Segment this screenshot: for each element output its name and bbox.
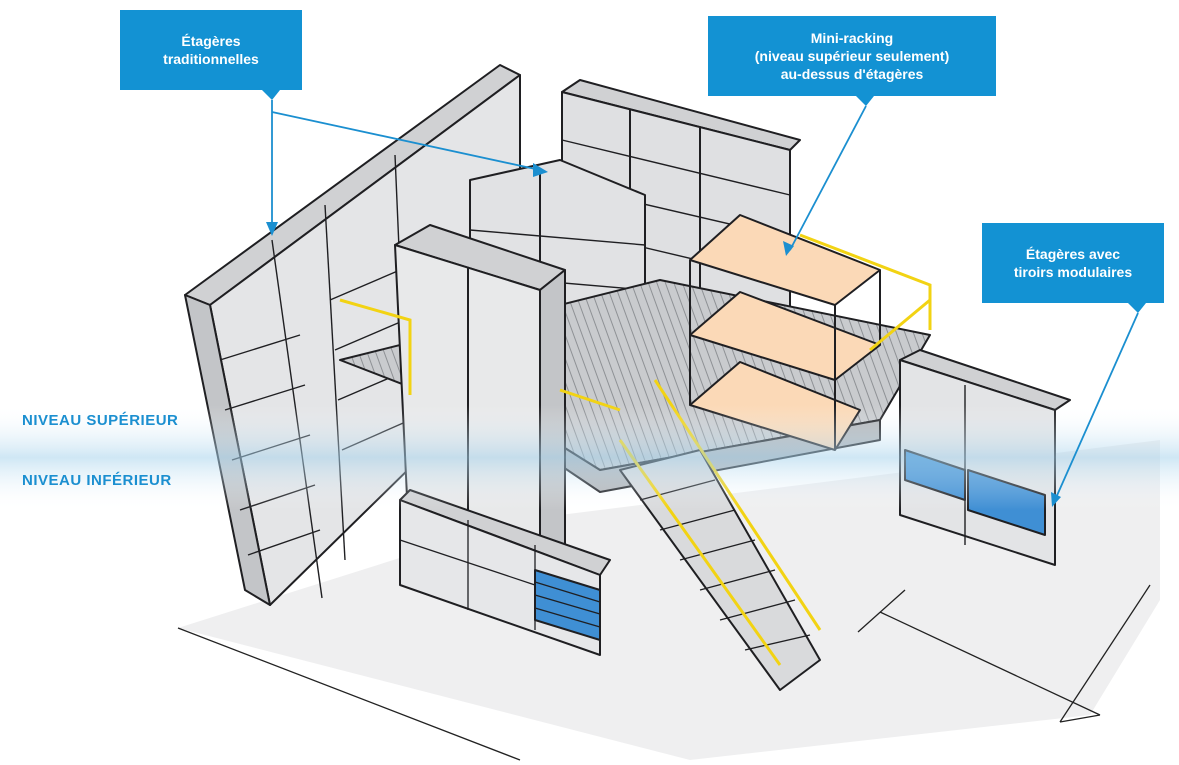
callout-traditional bbox=[120, 10, 302, 100]
level-divider-band bbox=[0, 405, 1179, 510]
railing-icon bbox=[339, 233, 932, 412]
lower-level-label: NIVEAU INFÉRIEUR bbox=[22, 472, 172, 489]
callout-minirack-text: Mini-racking (niveau supérieur seulement… bbox=[708, 16, 996, 96]
callout-traditional-line2: traditionnelles bbox=[163, 51, 259, 67]
callout-drawers bbox=[982, 223, 1164, 313]
callout-traditional-text: Étagères traditionnelles bbox=[120, 10, 302, 90]
callout-minirack-line1: Mini-racking bbox=[810, 30, 894, 46]
leader-arrows bbox=[271, 100, 1139, 501]
callout-drawers-text: Étagères avec tiroirs modulaires bbox=[982, 223, 1164, 303]
callout-minirack bbox=[708, 16, 996, 106]
callout-drawers-line2: tiroirs modulaires bbox=[1013, 264, 1133, 280]
lower-front-shelving bbox=[399, 489, 611, 656]
callout-minirack-line2: (niveau supérieur seulement) bbox=[754, 48, 950, 64]
upper-level-label: NIVEAU SUPÉRIEUR bbox=[22, 412, 179, 429]
callout-drawers-line1: Étagères avec bbox=[1025, 246, 1121, 262]
callout-minirack-line3: au-dessus d'étagères bbox=[780, 66, 924, 82]
callout-traditional-line1: Étagères bbox=[181, 33, 241, 49]
arrow-heads bbox=[266, 163, 1061, 507]
